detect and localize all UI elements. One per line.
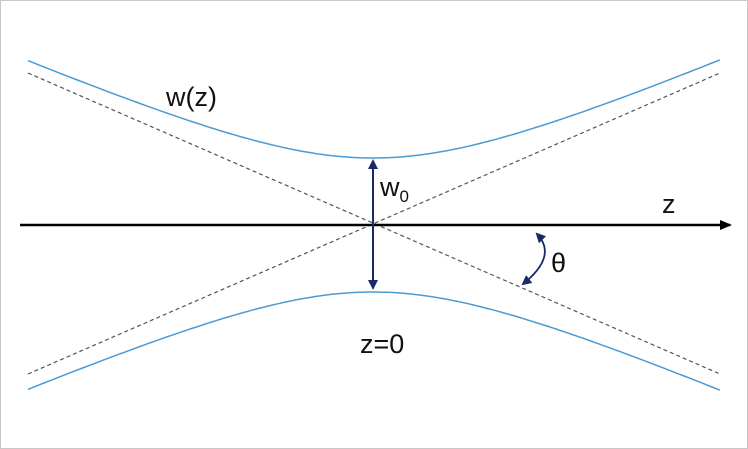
beam-upper-envelope (27, 59, 721, 159)
beam-lower-envelope (27, 291, 721, 391)
waist-label: w0 (379, 172, 409, 206)
axis-label: z (662, 189, 676, 219)
waist-symbol: w (379, 172, 400, 202)
angle-label: θ (551, 248, 566, 278)
beam-width-label: w(z) (165, 82, 217, 112)
origin-label: z=0 (360, 329, 404, 359)
angle-arc-arrow (521, 232, 547, 286)
waist-subscript: 0 (400, 187, 409, 206)
